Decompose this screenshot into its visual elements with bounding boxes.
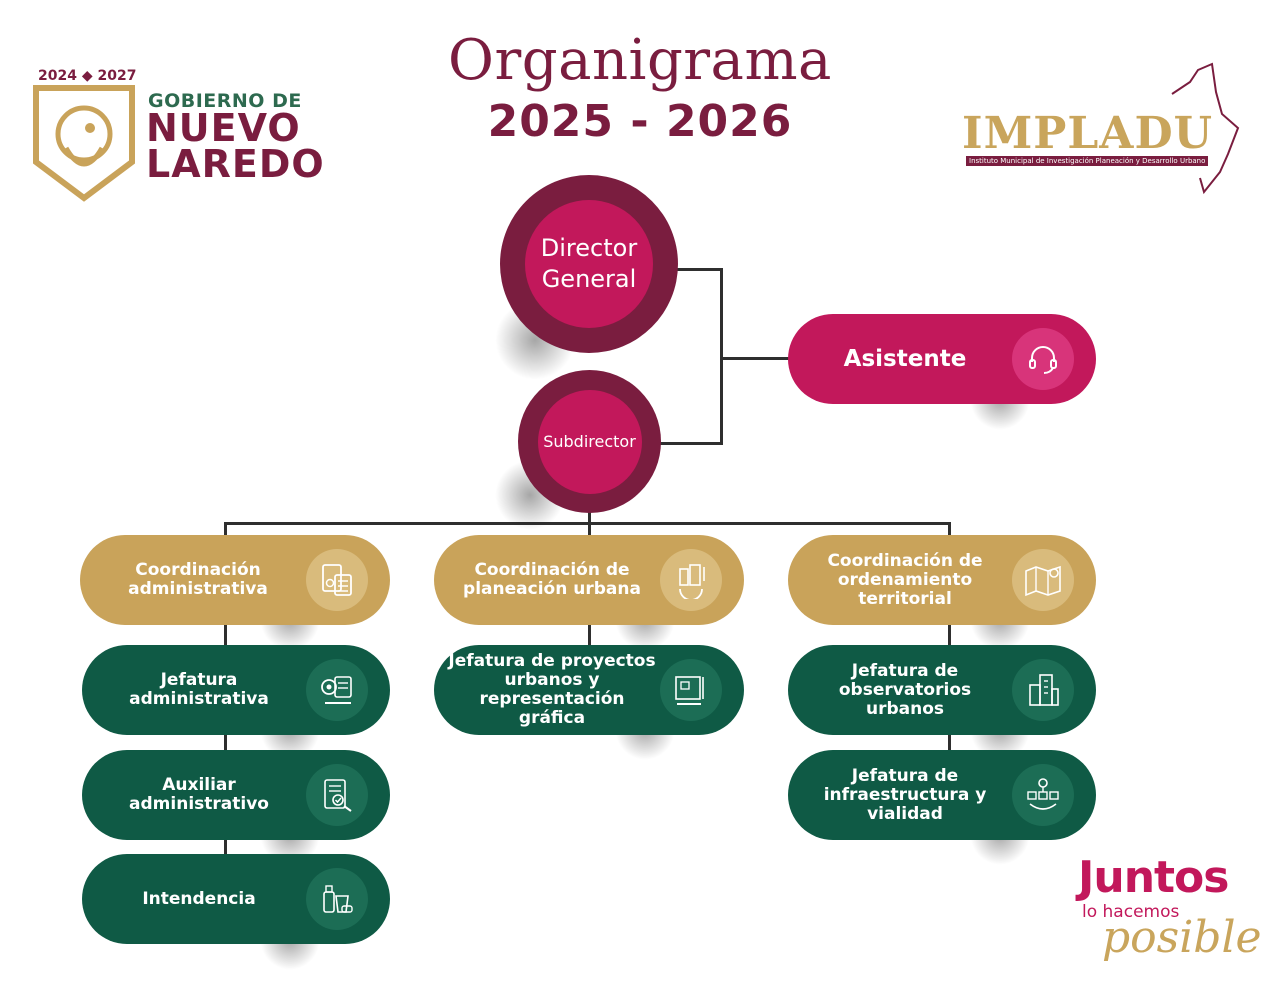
connector-line bbox=[224, 522, 950, 525]
city-gear-icon bbox=[660, 549, 722, 611]
connector-line bbox=[588, 522, 591, 538]
coord-administrativa-label: Coordinación administrativa bbox=[128, 560, 268, 599]
auxiliar-administrativo-node: Auxiliar administrativo bbox=[82, 750, 390, 840]
asistente-label: Asistente bbox=[843, 345, 967, 372]
jefatura-administrativa-label: Jefatura administrativa bbox=[129, 670, 269, 709]
jefatura-infraestructura-node: Jefatura de infraestructura y vialidad bbox=[788, 750, 1096, 840]
calculator-icon bbox=[306, 549, 368, 611]
connector-line bbox=[720, 268, 723, 444]
subdirector-label: Subdirector bbox=[543, 432, 636, 451]
blueprint-icon bbox=[660, 659, 722, 721]
coord-ordenamiento-label: Coordinación de ordenamiento territorial bbox=[827, 550, 983, 609]
intendencia-node: Intendencia bbox=[82, 854, 390, 944]
impladu-logo-name: IMPLADU bbox=[962, 108, 1213, 159]
connector-line bbox=[224, 522, 227, 538]
coord-administrativa-node: Coordinación administrativa bbox=[80, 535, 390, 625]
director-general-label: Director General bbox=[540, 234, 638, 293]
slogan-line2: lo hacemos bbox=[1082, 902, 1180, 922]
jefatura-administrativa-node: Jefatura administrativa bbox=[82, 645, 390, 735]
gov-shield-logo-icon bbox=[33, 85, 135, 202]
jefatura-proyectos-label: Jefatura de proyectos urbanos y represen… bbox=[448, 651, 656, 728]
gov-logo-line3: LAREDO bbox=[146, 142, 325, 186]
auxiliar-administrativo-label: Auxiliar administrativo bbox=[129, 775, 269, 814]
gov-logo-years: 2024 ◆ 2027 bbox=[38, 68, 137, 84]
intendencia-label: Intendencia bbox=[142, 888, 256, 909]
page-title: Organigrama bbox=[448, 28, 832, 93]
gear-document-icon bbox=[306, 659, 368, 721]
checklist-icon bbox=[306, 764, 368, 826]
connector-line bbox=[588, 505, 591, 525]
buildings-icon bbox=[1012, 659, 1074, 721]
connector-line bbox=[588, 620, 591, 650]
slogan-line3: posible bbox=[1102, 912, 1262, 963]
coord-planeacion-label: Coordinación de planeación urbana bbox=[463, 560, 641, 599]
coord-planeacion-node: Coordinación de planeación urbana bbox=[434, 535, 744, 625]
slogan-line1: Juntos bbox=[1078, 852, 1229, 903]
page-subtitle-years: 2025 - 2026 bbox=[487, 96, 793, 147]
map-pin-icon bbox=[1012, 549, 1074, 611]
connector-line bbox=[720, 357, 792, 360]
jefatura-observatorios-label: Jefatura de observatorios urbanos bbox=[838, 660, 972, 719]
asistente-node: Asistente bbox=[788, 314, 1096, 404]
connector-line bbox=[948, 522, 951, 538]
jefatura-observatorios-node: Jefatura de observatorios urbanos bbox=[788, 645, 1096, 735]
gov-logo-line2: NUEVO bbox=[146, 106, 301, 150]
subdirector-node: Subdirector bbox=[518, 370, 661, 513]
director-general-node: Director General bbox=[500, 175, 678, 353]
headset-icon bbox=[1012, 328, 1074, 390]
impladu-logo-subtitle: Instituto Municipal de Investigación Pla… bbox=[966, 156, 1209, 166]
connector-line bbox=[660, 442, 723, 445]
gov-logo-line1: GOBIERNO DE bbox=[148, 90, 302, 112]
jefatura-infraestructura-label: Jefatura de infraestructura y vialidad bbox=[823, 765, 987, 824]
network-icon bbox=[1012, 764, 1074, 826]
cleaning-supplies-icon bbox=[306, 868, 368, 930]
impladu-map-outline-icon bbox=[1171, 62, 1240, 195]
jefatura-proyectos-node: Jefatura de proyectos urbanos y represen… bbox=[434, 645, 744, 735]
coord-ordenamiento-node: Coordinación de ordenamiento territorial bbox=[788, 535, 1096, 625]
connector-line bbox=[668, 268, 722, 271]
connector-line bbox=[224, 620, 227, 860]
